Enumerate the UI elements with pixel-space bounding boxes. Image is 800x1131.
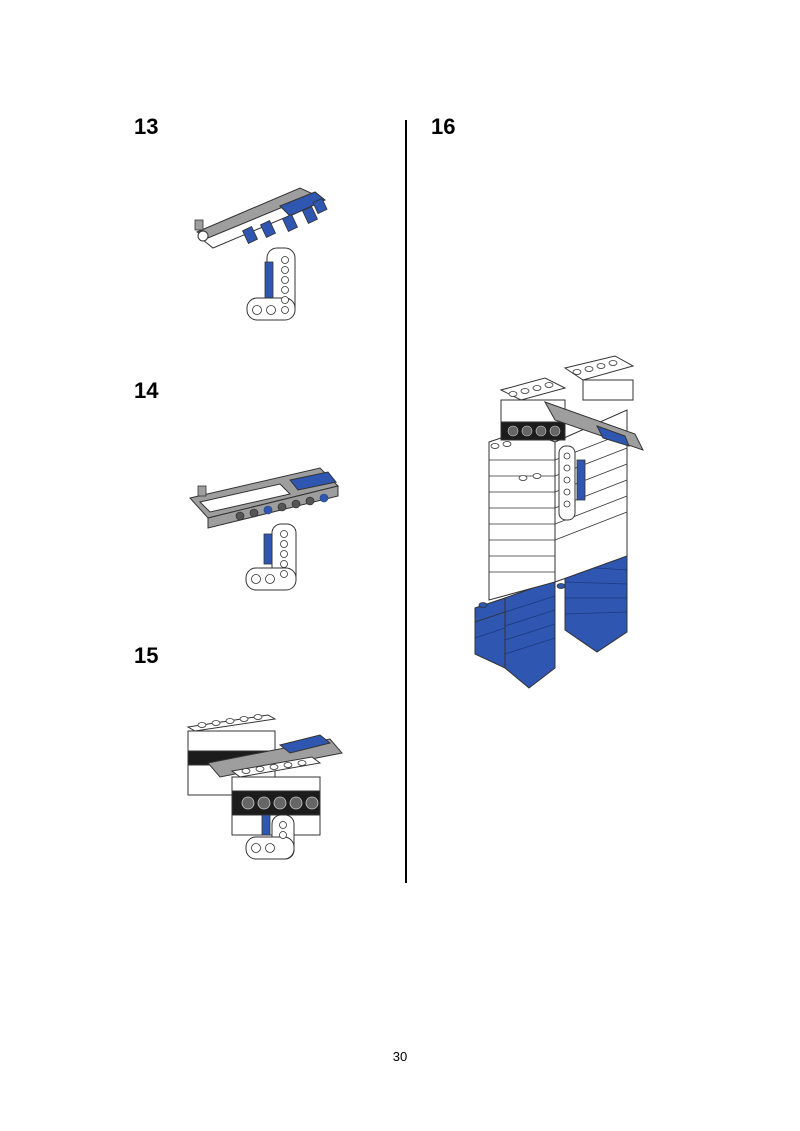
step-14-illustration (189, 467, 339, 591)
column-divider (405, 120, 407, 883)
step-number: 15 (134, 643, 159, 668)
step-13-illustration (194, 187, 328, 321)
step-16-illustration (474, 355, 644, 689)
page-number: 30 (392, 1049, 408, 1064)
step-number: 14 (134, 378, 159, 403)
step-15-illustration (186, 714, 343, 860)
step-number: 16 (431, 114, 456, 139)
step-number: 13 (134, 114, 159, 139)
